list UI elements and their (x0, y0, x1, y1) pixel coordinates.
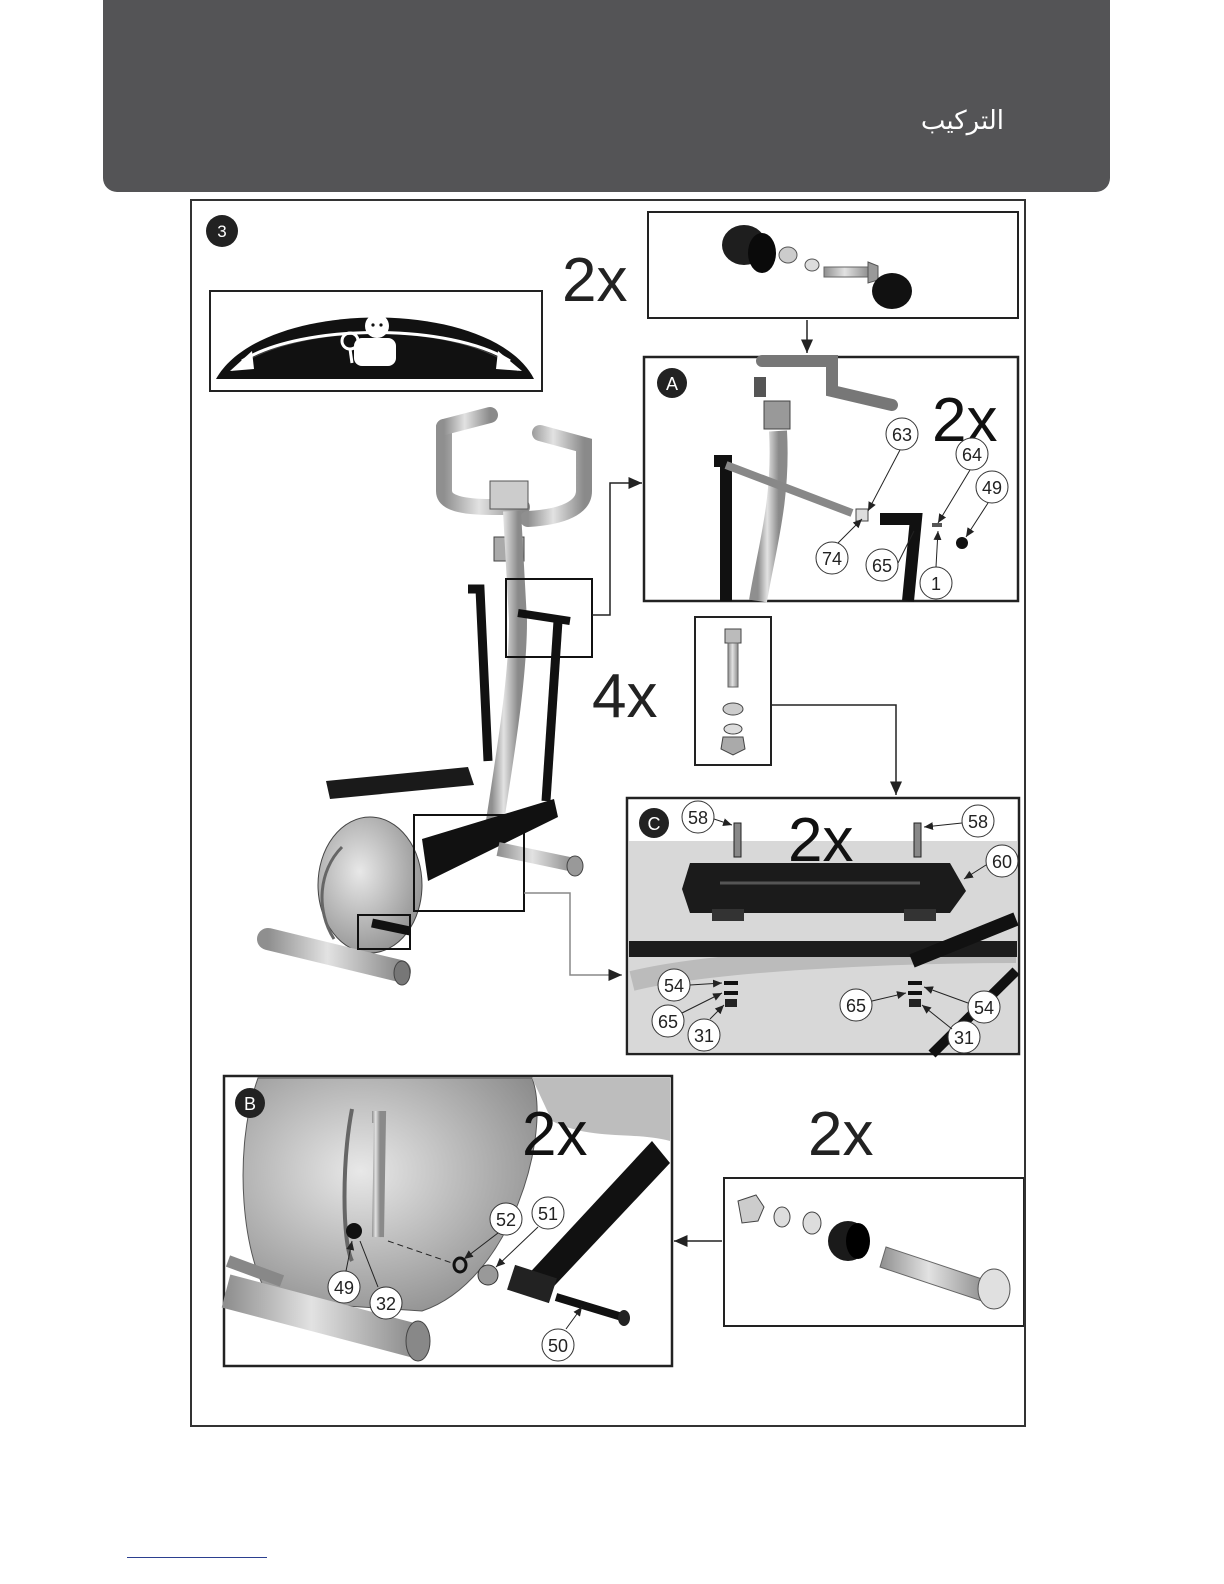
assembly-figure-frame: 3 2x (190, 199, 1026, 1427)
svg-text:C: C (648, 814, 661, 834)
multiplier-top-parts: 2x (562, 246, 627, 315)
svg-text:31: 31 (954, 1028, 974, 1048)
svg-text:65: 65 (658, 1012, 678, 1032)
multiplier-detail-c: 2x (788, 806, 853, 875)
svg-text:49: 49 (982, 478, 1002, 498)
svg-text:74: 74 (822, 549, 842, 569)
svg-text:51: 51 (538, 1204, 558, 1224)
detail-c: C 2x 58 58 60 54 65 31 65 54 31 (627, 798, 1019, 1054)
parts-box-top (648, 212, 1018, 353)
svg-text:31: 31 (694, 1026, 714, 1046)
svg-text:58: 58 (968, 812, 988, 832)
svg-text:1: 1 (931, 574, 941, 594)
detail-a: A 2x 63 64 49 74 65 1 (644, 357, 1018, 601)
svg-text:54: 54 (664, 976, 684, 996)
multiplier-right-parts: 2x (808, 1100, 873, 1169)
svg-text:32: 32 (376, 1294, 396, 1314)
svg-text:52: 52 (496, 1210, 516, 1230)
parts-box-right (674, 1178, 1024, 1326)
bolt-set-box (695, 617, 896, 795)
assembly-illustration: 3 2x (192, 201, 1024, 1425)
svg-text:3: 3 (217, 222, 226, 241)
svg-text:63: 63 (892, 425, 912, 445)
svg-text:A: A (666, 374, 678, 394)
svg-text:60: 60 (992, 852, 1012, 872)
detail-b: B 2x 52 51 49 32 50 (224, 1076, 672, 1366)
header-band: التركيب (103, 0, 1110, 192)
svg-text:B: B (244, 1094, 256, 1114)
multiplier-detail-b: 2x (522, 1100, 587, 1169)
section-title: التركيب (921, 106, 1004, 136)
svg-text:65: 65 (846, 996, 866, 1016)
svg-text:58: 58 (688, 808, 708, 828)
washer-stack-left (724, 981, 738, 1007)
tool-warning-panel (210, 291, 542, 391)
svg-text:49: 49 (334, 1278, 354, 1298)
svg-text:54: 54 (974, 998, 994, 1018)
step-badge: 3 (206, 215, 238, 247)
washer-stack-right (908, 981, 922, 1007)
svg-text:50: 50 (548, 1336, 568, 1356)
elliptical-trainer-illustration (268, 415, 642, 985)
svg-text:65: 65 (872, 556, 892, 576)
multiplier-bolt-set: 4x (592, 662, 657, 731)
svg-text:64: 64 (962, 445, 982, 465)
footer-rule (127, 1557, 267, 1558)
